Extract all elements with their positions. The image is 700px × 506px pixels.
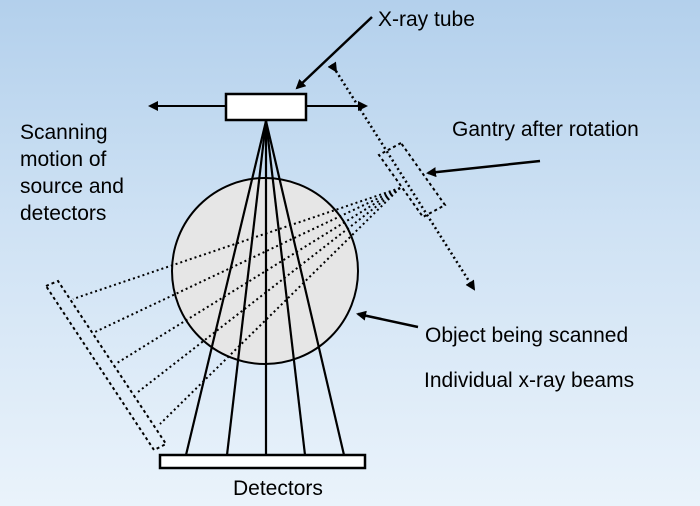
scanning-motion-line-1: Scanning [20,121,108,144]
xray-tube-label: X-ray tube [378,8,475,31]
original-fan-beams [184,120,346,456]
gantry-pointer [426,159,541,178]
rotated-source-box [377,141,447,219]
detectors-label: Detectors [233,477,323,500]
rotated-motion-arrow [327,61,476,291]
object-being-scanned-label: Object being scanned [425,324,629,347]
xray-tube-box [224,92,308,122]
scanning-motion-label: Scanning motion of source and detectors [20,119,124,227]
detector-bar [158,453,367,470]
xray-tube-pointer [295,16,373,90]
callout-arrows [295,16,541,329]
individual-beams-label: Individual x-ray beams [424,369,635,392]
object-pointer [356,310,419,329]
scanning-motion-line-2: motion of [20,148,107,171]
scanning-motion-line-4: detectors [20,202,107,225]
rotated-fan-beams [72,187,401,425]
scanning-motion-line-3: source and [20,175,124,198]
rotated-detector-bar [44,279,168,452]
gantry-after-rotation-label: Gantry after rotation [452,118,639,141]
